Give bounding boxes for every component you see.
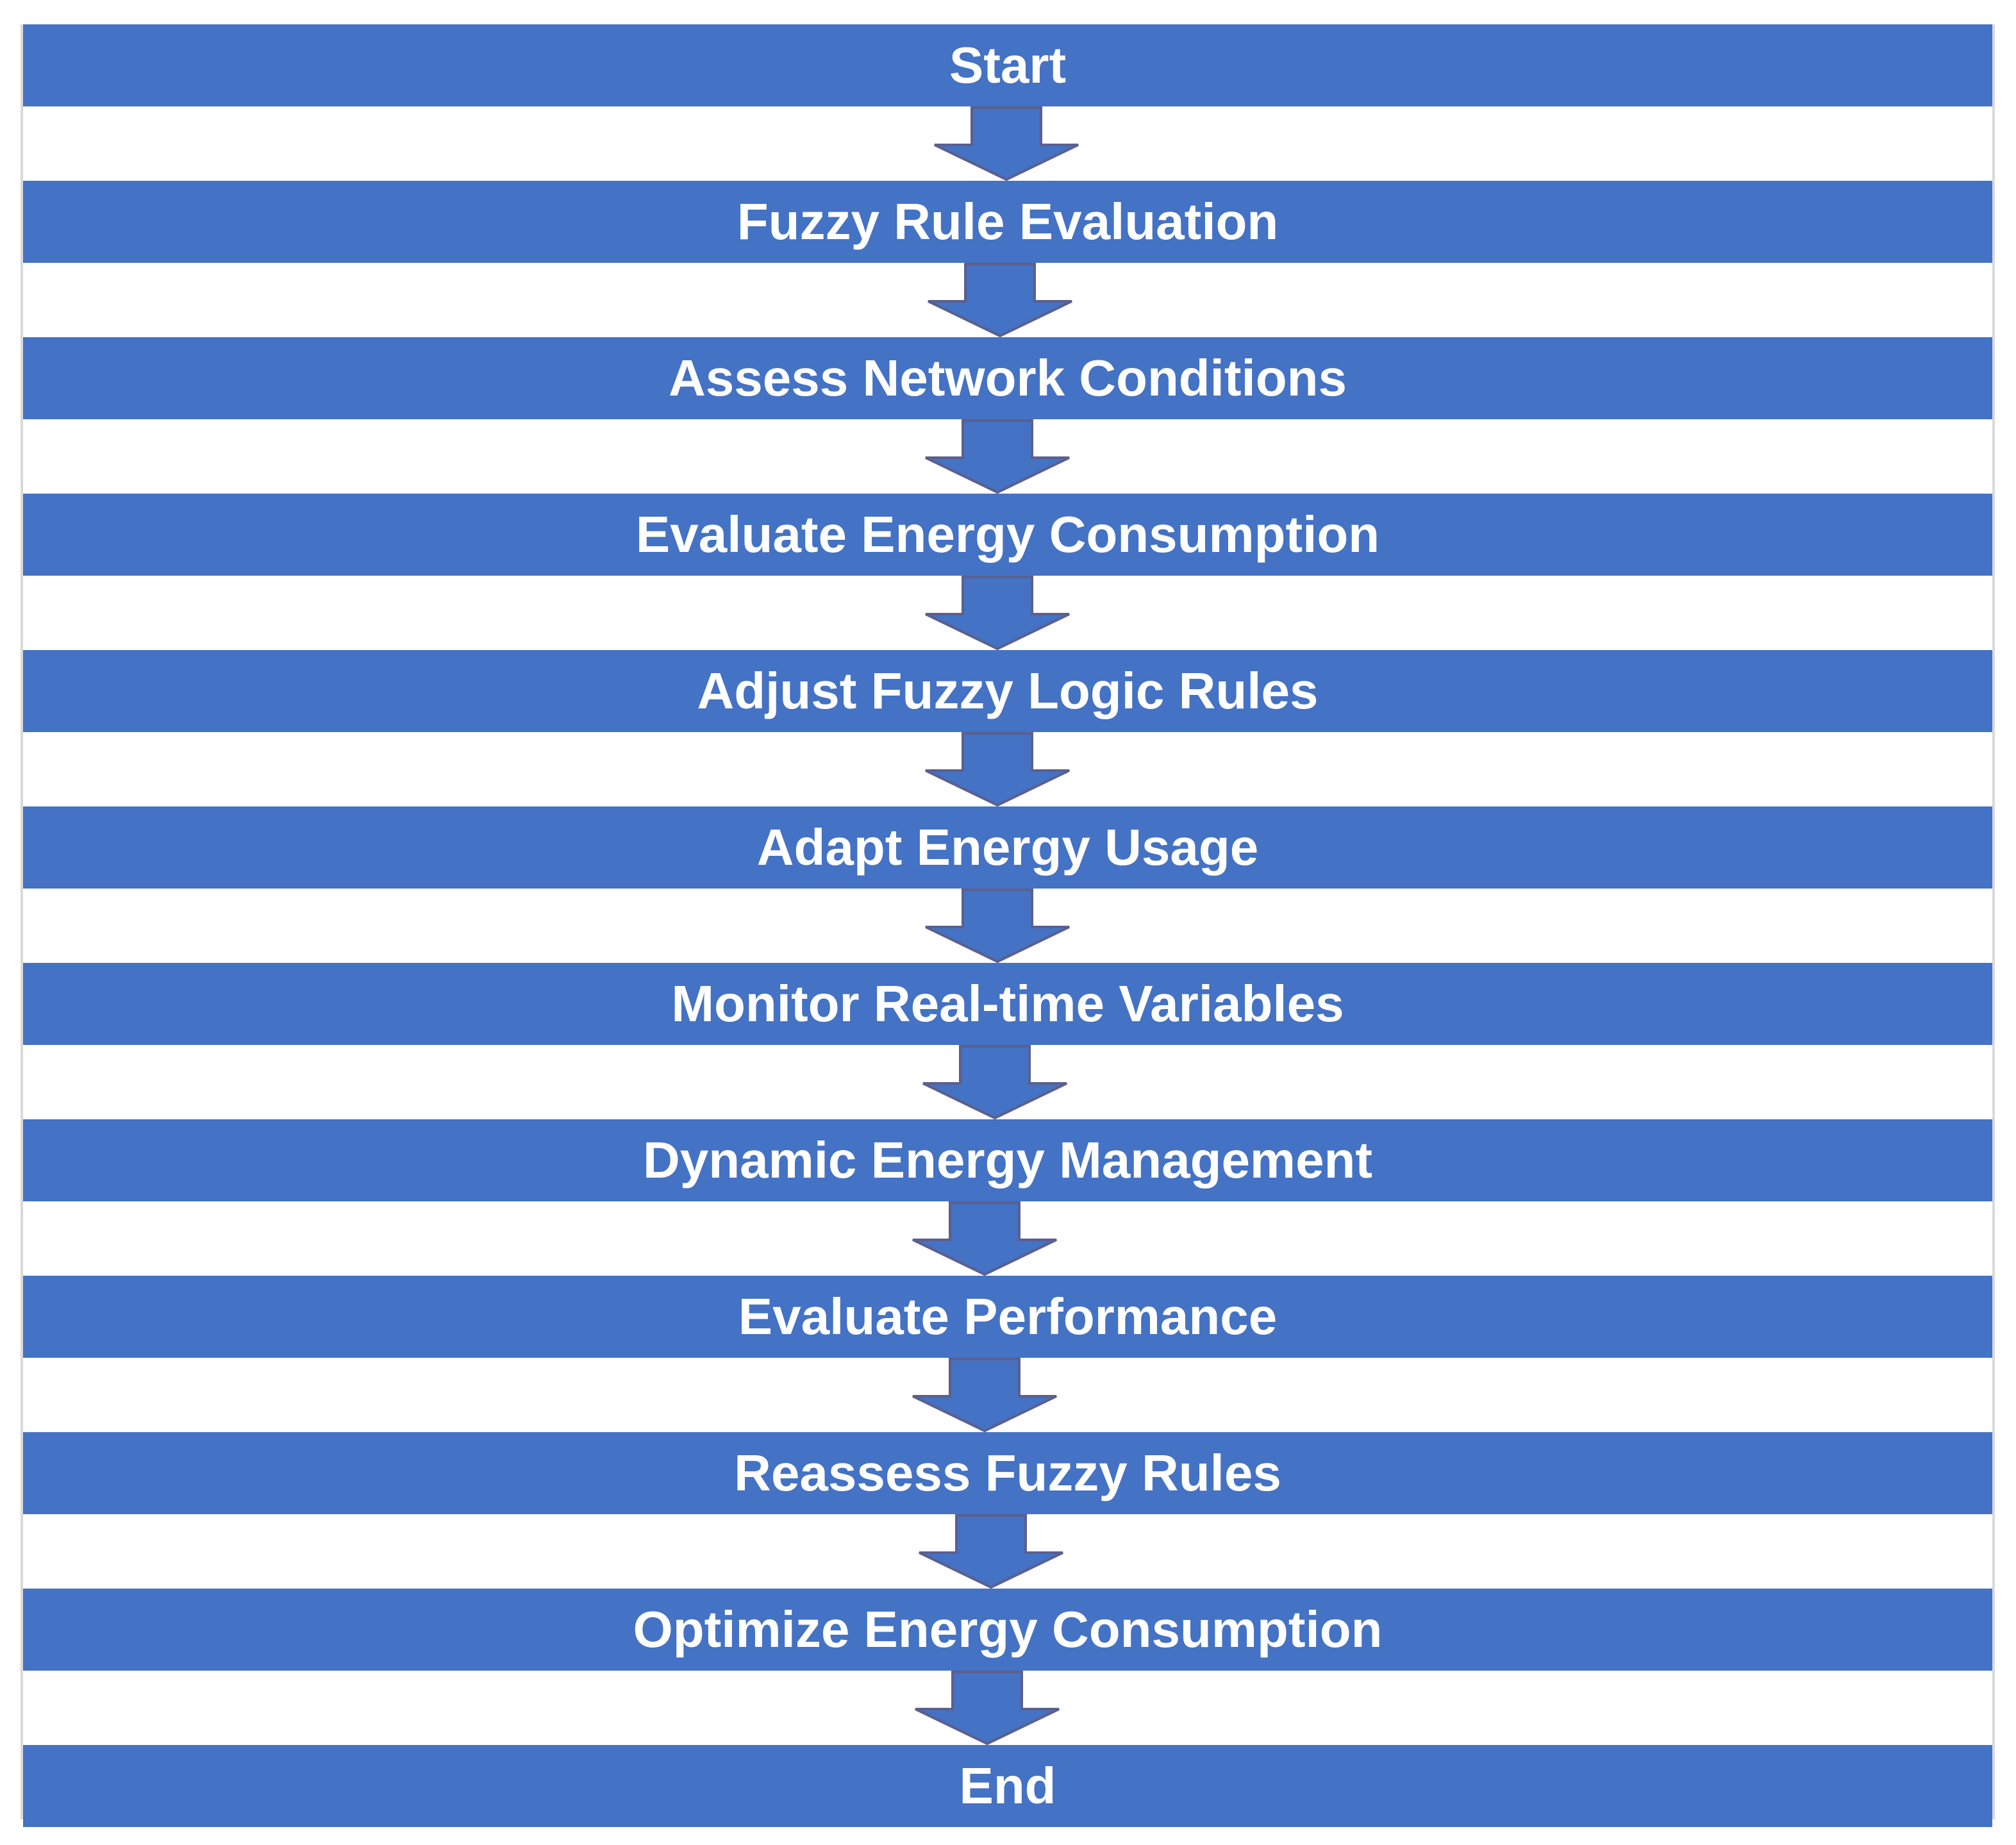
down-arrow-icon bbox=[921, 576, 1074, 651]
down-arrow-icon bbox=[929, 106, 1083, 182]
step-optimize-energy-consumption: Optimize Energy Consumption bbox=[23, 1589, 1992, 1671]
step-end: End bbox=[23, 1745, 1992, 1827]
step-dynamic-energy-management: Dynamic Energy Management bbox=[23, 1119, 1992, 1201]
down-arrow-icon bbox=[921, 732, 1074, 808]
step-reassess-fuzzy-rules: Reassess Fuzzy Rules bbox=[23, 1432, 1992, 1514]
step-evaluate-performance: Evaluate Performance bbox=[23, 1276, 1992, 1358]
down-arrow-icon bbox=[914, 1514, 1068, 1590]
step-adjust-fuzzy-logic-rules: Adjust Fuzzy Logic Rules bbox=[23, 650, 1992, 732]
down-arrow-icon bbox=[918, 1045, 1072, 1121]
step-fuzzy-rule-evaluation: Fuzzy Rule Evaluation bbox=[23, 181, 1992, 263]
down-arrow-icon bbox=[910, 1671, 1064, 1746]
step-evaluate-energy-consumption: Evaluate Energy Consumption bbox=[23, 494, 1992, 576]
step-start: Start bbox=[23, 24, 1992, 106]
step-monitor-real-time-variables: Monitor Real-time Variables bbox=[23, 963, 1992, 1045]
down-arrow-icon bbox=[923, 263, 1077, 338]
down-arrow-icon bbox=[908, 1358, 1062, 1433]
down-arrow-icon bbox=[908, 1201, 1062, 1277]
step-adapt-energy-usage: Adapt Energy Usage bbox=[23, 806, 1992, 889]
step-assess-network-conditions: Assess Network Conditions bbox=[23, 337, 1992, 419]
down-arrow-icon bbox=[921, 419, 1074, 495]
down-arrow-icon bbox=[921, 889, 1074, 964]
